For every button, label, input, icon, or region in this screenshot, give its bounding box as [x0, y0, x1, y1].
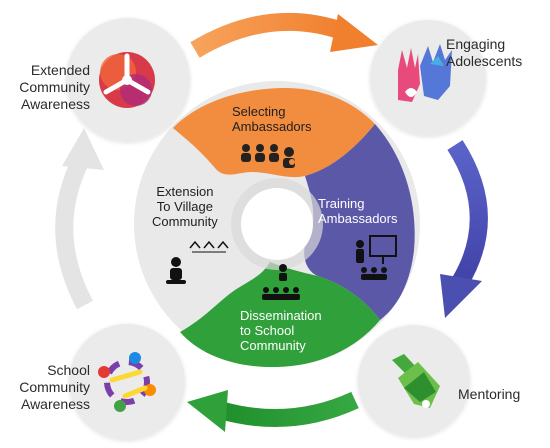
hub-center	[241, 188, 313, 260]
label-selecting-ambassadors: Selecting Ambassadors	[232, 104, 312, 134]
bottom-arrow-head	[187, 390, 228, 432]
group-people-icon	[241, 144, 295, 168]
label-school-community-awareness: School Community Awareness	[19, 362, 90, 412]
label-mentoring: Mentoring	[458, 386, 521, 402]
presentation-board-icon	[356, 235, 397, 280]
people-circle-icon	[98, 352, 156, 412]
segment-dissemination	[180, 262, 380, 368]
left-arrow	[55, 153, 93, 310]
audience-speaker-icon	[262, 264, 300, 300]
top-arrow-head	[330, 14, 378, 52]
handshake-icon	[392, 354, 440, 408]
village-meeting-icon	[166, 240, 229, 284]
label-extended-community-awareness: Extended Community Awareness	[19, 62, 90, 112]
top-arrow	[190, 12, 349, 58]
label-dissemination: Dissemination to School Community	[240, 308, 322, 353]
corner-circle-school	[69, 324, 185, 440]
label-extension-village: Extension To Village Community	[152, 184, 218, 229]
right-arrow-head	[440, 274, 482, 318]
segment-training	[304, 124, 415, 320]
segment-selecting	[173, 88, 375, 178]
label-training-ambassadors: Training Ambassadors	[318, 196, 398, 226]
helping-hands-icon	[99, 52, 155, 108]
raised-hands-icon	[398, 44, 452, 102]
bottom-arrow	[217, 391, 359, 427]
right-arrow	[447, 140, 488, 287]
left-arrow-head	[62, 128, 104, 170]
label-engaging-adolescents: Engaging Adolescents	[446, 36, 523, 69]
